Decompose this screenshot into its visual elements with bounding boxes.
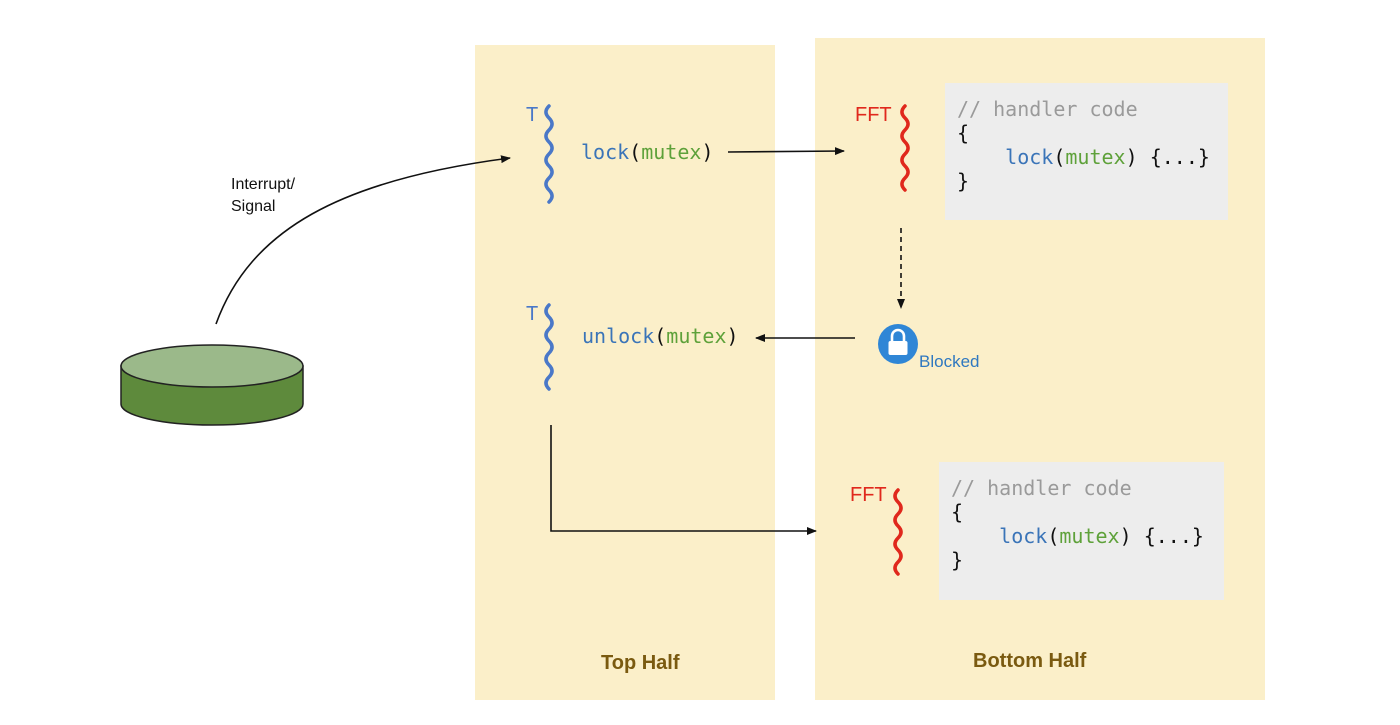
code-comment: // handler code	[957, 97, 1138, 121]
thread-wave-T-2	[544, 303, 554, 391]
code-open-brace: {	[957, 121, 970, 145]
handler-code-box-1: // handler code { lock(mutex) {...} }	[945, 83, 1228, 220]
thread-label-FFT-1: FFT	[855, 104, 892, 126]
lock-call-arg: mutex	[641, 140, 702, 164]
thread-wave-FFT-2	[893, 488, 903, 576]
lock-call: lock(mutex)	[581, 140, 713, 164]
code-rest: ) {...}	[1125, 145, 1210, 169]
top-half-title: Top Half	[601, 652, 680, 674]
unlock-call-fn: unlock	[582, 324, 655, 348]
lock-call-fn: lock	[581, 140, 630, 164]
handler-code-box-2: // handler code { lock(mutex) {...} }	[939, 462, 1224, 600]
code-close-brace: }	[951, 548, 964, 572]
thread-label-FFT-2: FFT	[850, 484, 887, 506]
thread-label-T-2: T	[526, 303, 539, 325]
code-open-paren: (	[1047, 524, 1060, 548]
thread-label-T-1: T	[526, 104, 539, 126]
padlock-icon	[878, 324, 918, 364]
code-comment: // handler code	[951, 476, 1132, 500]
unlock-call: unlock(mutex)	[582, 324, 739, 348]
bottom-half-title: Bottom Half	[973, 650, 1087, 672]
code-open-brace: {	[951, 500, 964, 524]
interrupt-arrow	[215, 155, 511, 325]
lock-call-close: )	[701, 140, 714, 164]
code-rest: ) {...}	[1119, 524, 1204, 548]
code-open-paren: (	[1053, 145, 1066, 169]
code-fn: lock	[999, 524, 1048, 548]
code-arg: mutex	[1065, 145, 1126, 169]
top-half-panel	[475, 45, 775, 700]
code-fn: lock	[1005, 145, 1054, 169]
code-arg: mutex	[1059, 524, 1120, 548]
interrupt-label-line1: Interrupt/	[231, 176, 296, 193]
unlock-call-open: (	[654, 324, 667, 348]
blocked-label: Blocked	[919, 352, 980, 371]
code-close-brace: }	[957, 169, 970, 193]
unlock-call-close: )	[726, 324, 739, 348]
interrupt-label-line2: Signal	[231, 198, 276, 215]
thread-wave-FFT-1	[900, 104, 910, 192]
interrupt-signal-label: Interrupt/ Signal	[231, 174, 295, 218]
thread-wave-T-1	[544, 104, 554, 204]
lock-to-handler-arrow	[727, 147, 845, 156]
resume-handler-arrow	[550, 425, 817, 535]
unlock-call-arg: mutex	[666, 324, 727, 348]
lock-call-open: (	[629, 140, 642, 164]
disk-icon	[120, 344, 304, 426]
